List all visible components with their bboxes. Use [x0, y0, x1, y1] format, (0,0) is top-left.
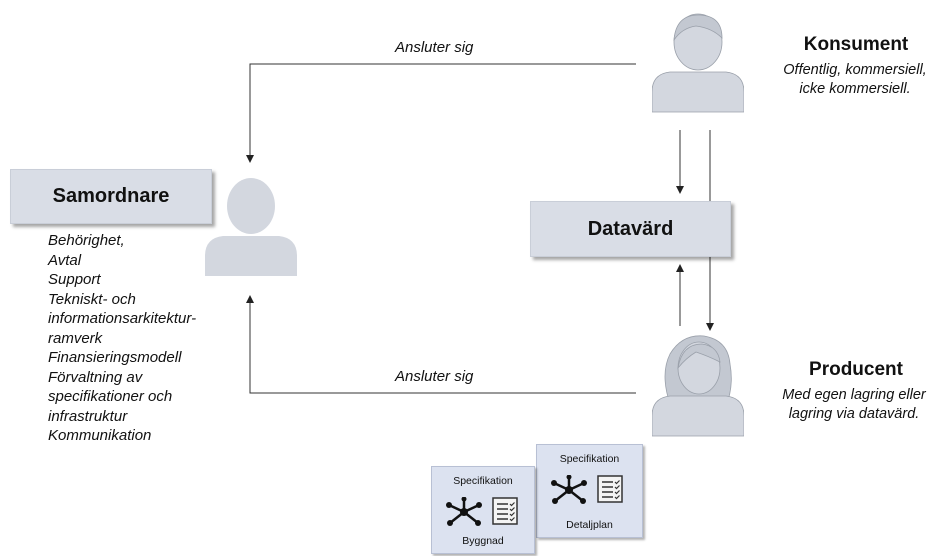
producer-subtitle-line-1: Med egen lagring eller [782, 387, 926, 403]
datahost-label: Datavärd [587, 217, 674, 240]
spec-card-byggnad: Specifikation Byggnad [431, 466, 535, 554]
edge-label-producer: Ansluter sig [395, 368, 474, 385]
edge-consumer-coordinator [246, 63, 636, 163]
spec-card-label: Byggnad [462, 535, 504, 547]
task-item: Avtal [48, 251, 82, 269]
task-item: Behörighet, [48, 232, 125, 249]
consumer-subtitle-line-1: Offentlig, kommersiell, [783, 62, 927, 78]
producer-title: Producent [809, 359, 903, 380]
task-item: Finansieringsmodell [48, 349, 182, 366]
task-item: Tekniskt- och [48, 290, 136, 308]
consumer-title: Konsument [803, 34, 909, 55]
consumer-person-icon [652, 13, 744, 113]
document-list-icon [597, 475, 623, 503]
task-item: specifikationer och [48, 388, 173, 405]
datahost-box: Datavärd [530, 201, 731, 257]
edge-producer-coordinator [246, 295, 636, 394]
spec-card-detaljplan: Specifikation Detaljplan [536, 444, 643, 538]
edge-label-consumer: Ansluter sig [395, 39, 474, 56]
coordinator-label: Samordnare [52, 185, 170, 207]
coordinator-task-list: Behörighet, Avtal Support Tekniskt- och … [48, 231, 196, 446]
coordinator-person-icon [205, 178, 297, 276]
coordinator-box: Samordnare [10, 169, 212, 224]
consumer-subtitle-line-2: icke kommersiell. [799, 81, 911, 97]
task-item: Förvaltning av [48, 368, 143, 386]
document-list-icon [492, 497, 518, 525]
producer-subtitle-line-2: lagring via datavärd. [788, 406, 920, 422]
task-item: Kommunikation [48, 427, 152, 444]
spec-card-title: Specifikation [453, 475, 513, 487]
task-item: informationsarkitektur- [48, 310, 197, 327]
spec-card-title: Specifikation [559, 453, 620, 465]
task-item: infrastruktur [48, 407, 128, 425]
producer-person-icon [652, 335, 744, 437]
task-item: ramverk [48, 329, 103, 347]
network-icon [446, 497, 482, 526]
spec-card-label: Detaljplan [566, 519, 613, 531]
task-item: Support [48, 271, 101, 288]
network-icon [551, 475, 587, 504]
